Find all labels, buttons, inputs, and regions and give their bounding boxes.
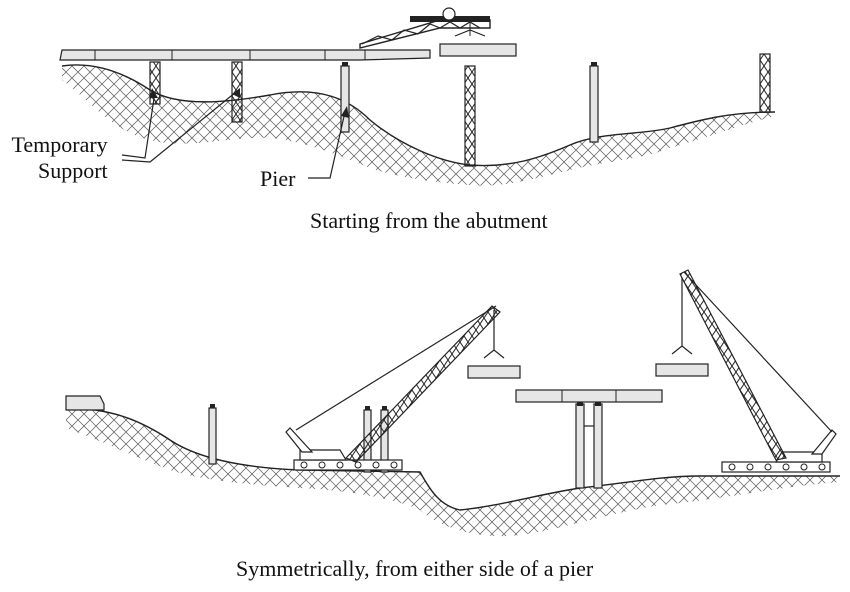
temporary-support-label: Temporary Support [6, 132, 108, 184]
leader-arrowhead [150, 88, 158, 98]
crane-track [721, 461, 831, 473]
leader-arrowhead [341, 106, 349, 118]
temporary-support [149, 61, 161, 105]
launching-truss [359, 7, 491, 49]
pier-cap [591, 62, 597, 66]
bottom-scene [65, 269, 840, 537]
top-caption: Starting from the abutment [310, 208, 548, 233]
abutment [65, 395, 105, 411]
suspended-segment-top [439, 29, 517, 57]
bottom-ground [66, 408, 840, 537]
crane-counterweight [810, 429, 837, 455]
bottom-caption: Symmetrically, from either side of a pie… [236, 556, 594, 581]
crane-track [293, 459, 403, 471]
pier [589, 65, 599, 143]
pier-cap [342, 62, 348, 66]
pier [208, 407, 217, 465]
hanging-segment [655, 363, 709, 377]
temporary-support-label-line1: Temporary [11, 132, 108, 157]
crane-counterweight [285, 427, 314, 453]
pier [575, 403, 585, 489]
pier-label: Pier [260, 166, 296, 191]
left-crane [285, 305, 521, 471]
deck-segments [515, 389, 663, 403]
top-ground-surface [61, 64, 776, 167]
leader-arrowhead [232, 88, 240, 98]
crane-boom [344, 305, 501, 463]
top-deck [59, 49, 431, 61]
hanging-segment [467, 365, 521, 379]
pier-cap [210, 404, 215, 408]
crane-boom [679, 269, 787, 461]
temporary-support-label-line2: Support [38, 158, 108, 183]
pier [593, 403, 603, 489]
leader-lines [121, 91, 346, 179]
temporary-support [759, 53, 771, 113]
top-scene [59, 7, 776, 186]
temporary-support [464, 65, 476, 167]
top-ground [62, 65, 775, 186]
right-crane [655, 269, 837, 473]
winch-pulley [442, 7, 456, 21]
central-pier [515, 389, 663, 489]
